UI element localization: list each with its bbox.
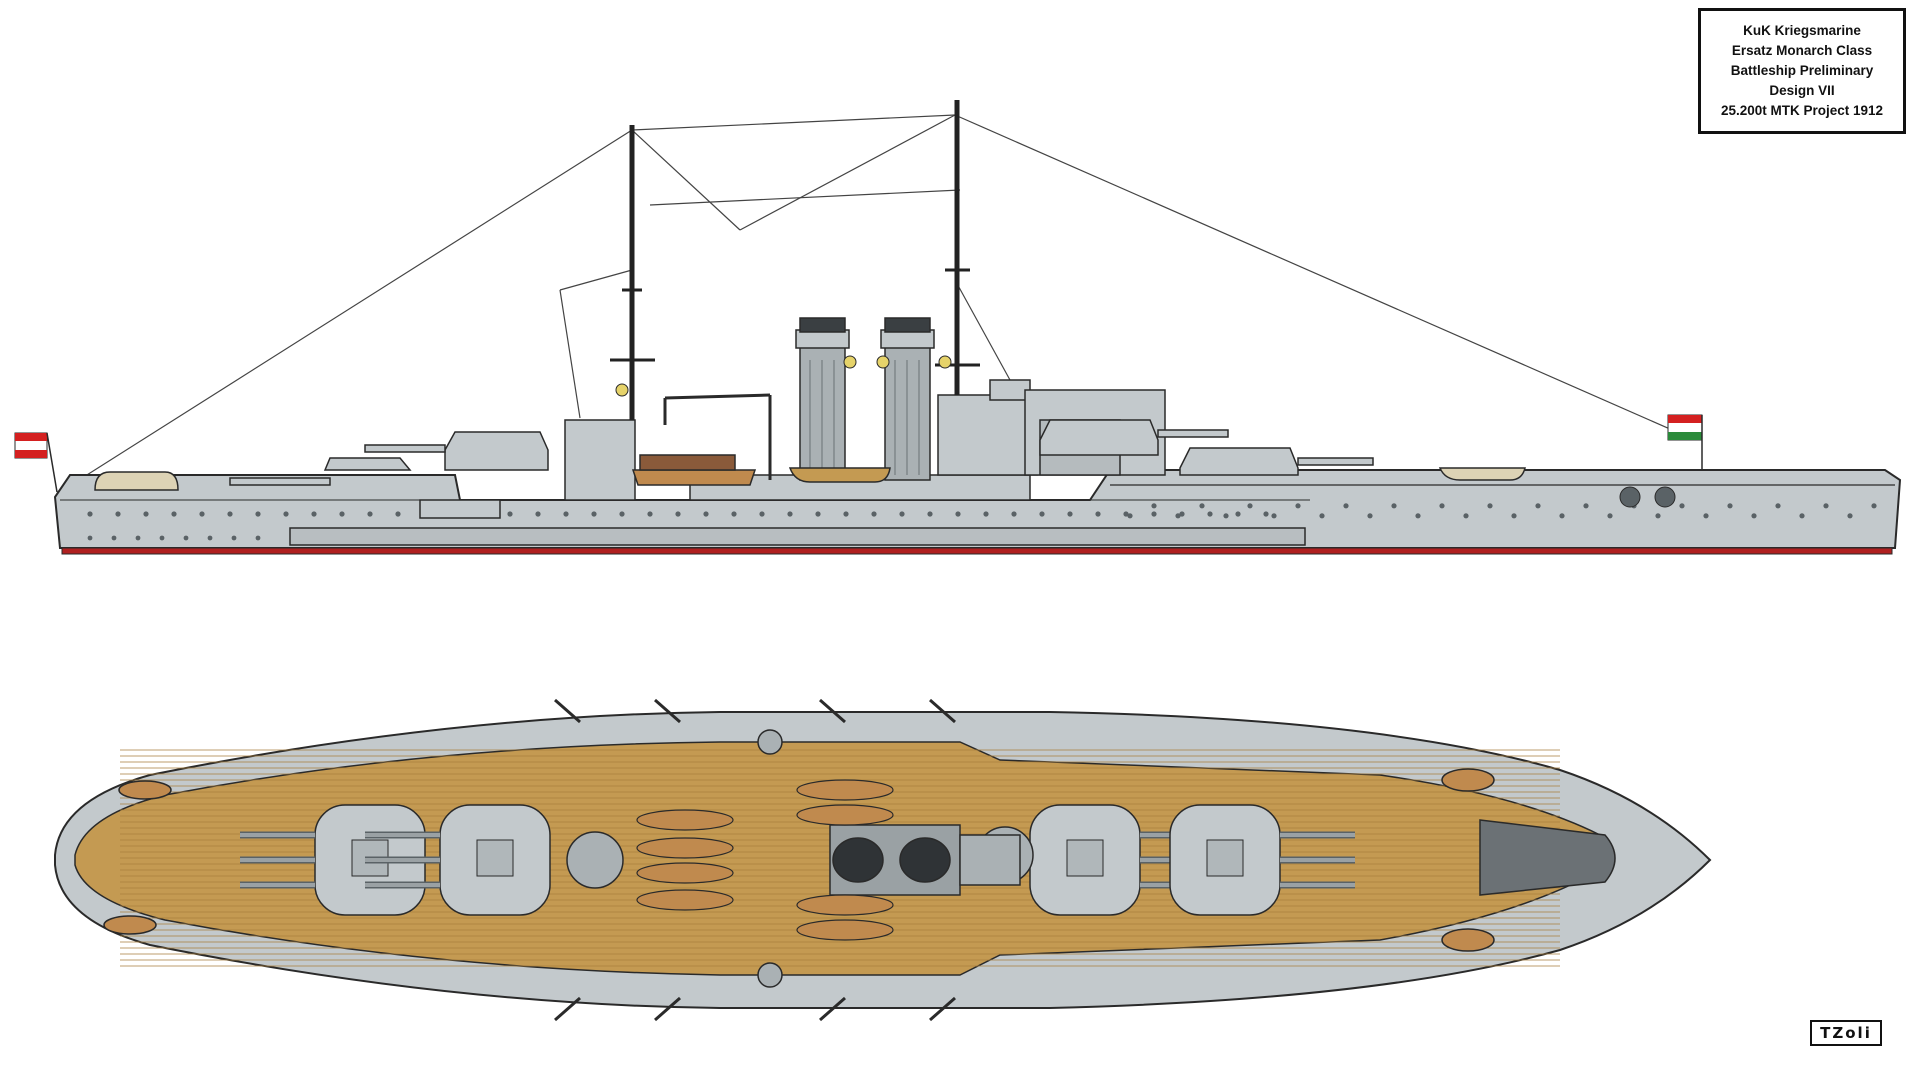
title-line-5: 25.200t MTK Project 1912 [1720,103,1884,118]
ship-boats [94,454,1526,491]
portholes [87,503,1877,541]
ensign-flag-stern [14,432,58,493]
top-plan-drawing [54,698,1712,1022]
searchlights [615,355,952,397]
artist-signature: TZoli [1810,1020,1882,1046]
title-line-2: Ersatz Monarch Class [1731,43,1873,58]
armour-belt [289,527,1306,546]
funnels-plan [829,824,1021,896]
side-profile-drawing [14,100,1902,555]
title-line-1: KuK Kriegsmarine [1743,23,1861,38]
boat-crane [663,393,772,480]
title-block: KuK Kriegsmarine Ersatz Monarch Class Ba… [1698,8,1906,134]
torpedo-net-booms [554,698,956,1022]
main-turrets-plan [240,804,1355,916]
main-turrets-side [229,419,1374,486]
capstan [757,729,783,755]
funnel-fore [799,344,846,481]
anchors [1619,486,1676,508]
title-line-3: Battleship Preliminary [1730,63,1874,78]
funnels [795,317,935,481]
jack-flag-bow [1667,414,1703,470]
funnel-aft [884,344,931,481]
rigging-wires [59,114,1696,493]
waterline [61,547,1893,555]
boats-plan [636,779,894,941]
side-boats [103,768,1495,952]
title-line-4: Design VII [1769,83,1835,98]
masts [610,100,980,420]
